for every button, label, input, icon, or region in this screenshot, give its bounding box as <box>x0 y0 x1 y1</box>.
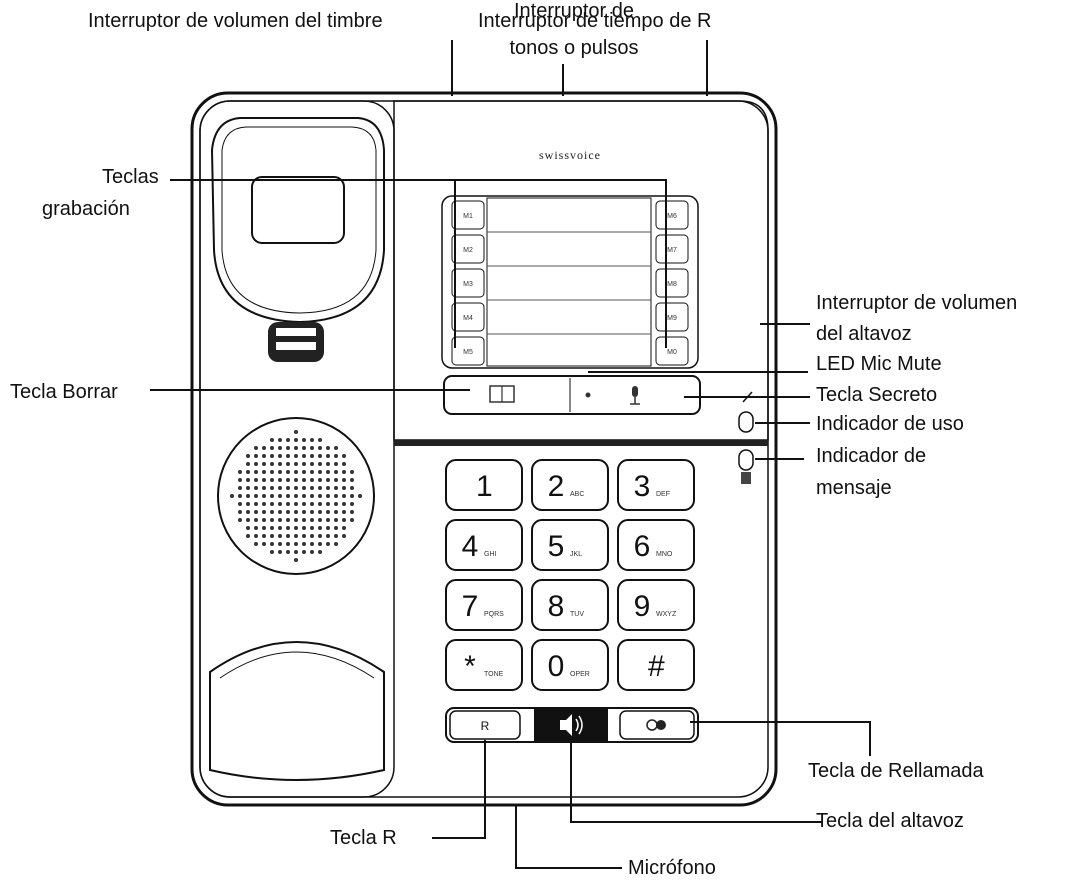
handset-earpiece-inner <box>221 126 377 314</box>
in-use-indicator <box>738 411 754 433</box>
keypad-key-digit: 2 <box>548 470 565 503</box>
label-speaker-key: Tecla del altavoz <box>816 810 964 832</box>
memory-key-left-label: M4 <box>463 315 473 322</box>
keypad-key-letters: WXYZ <box>656 611 677 618</box>
label-tone-pulse-line2: tonos o pulsos <box>510 37 639 59</box>
label-microphone: Micrófono <box>628 857 716 879</box>
keypad-key-digit: 3 <box>634 470 651 503</box>
memory-key-left-label: M5 <box>463 349 473 356</box>
keypad-key[interactable]: # <box>617 639 695 691</box>
keypad-key-digit: * <box>464 650 476 683</box>
memory-label-card <box>486 197 652 367</box>
redial-key[interactable] <box>619 710 695 740</box>
memory-key-right[interactable]: M7 <box>655 234 689 264</box>
speaker-grille <box>217 417 375 575</box>
brand-logo: swissvoice <box>539 148 601 162</box>
label-memory-keys-line1: Teclas <box>102 166 159 188</box>
label-memory-keys-line2: grabación <box>42 198 130 220</box>
keypad-key-letters: ABC <box>570 491 584 498</box>
message-indicator <box>738 449 754 471</box>
keypad-key-letters: MNO <box>656 551 673 558</box>
function-bar <box>443 375 701 415</box>
label-secret-key: Tecla Secreto <box>816 384 937 406</box>
label-delete-key: Tecla Borrar <box>10 381 118 403</box>
label-speaker-volume-line2: del altavoz <box>816 323 912 345</box>
keypad-key-digit: 6 <box>634 530 651 563</box>
label-ringer-volume: Interruptor de volumen del timbre <box>88 10 383 32</box>
memory-key-right-label: M8 <box>667 281 677 288</box>
memory-key-left-label: M1 <box>463 213 473 220</box>
keypad-key-digit: 5 <box>548 530 565 563</box>
handset-earpiece <box>210 117 385 324</box>
memory-key-right-label: M7 <box>667 247 677 254</box>
keypad-key-letters: JKL <box>570 551 582 558</box>
keypad-key-digit: 8 <box>548 590 565 623</box>
memory-key-left[interactable]: M2 <box>451 234 485 264</box>
keypad-key-letters: TONE <box>484 671 504 678</box>
keypad-key-digit: 0 <box>548 650 565 683</box>
keypad-key-letters: TUV <box>570 611 584 618</box>
speaker-icon <box>560 714 572 736</box>
keypad-key-digit: 7 <box>462 590 479 623</box>
memory-key-right-label: M6 <box>667 213 677 220</box>
label-tone-pulse-line1: Interruptor de <box>514 0 634 22</box>
speaker-key[interactable] <box>534 709 608 741</box>
label-message-indicator-line2: mensaje <box>816 477 892 499</box>
r-key[interactable]: R <box>449 710 521 740</box>
top-panel <box>393 100 769 441</box>
memory-key-left-label: M3 <box>463 281 473 288</box>
memory-key-right[interactable]: M6 <box>655 200 689 230</box>
keypad-key-digit: 4 <box>462 530 479 563</box>
memory-key-left[interactable]: M3 <box>451 268 485 298</box>
envelope-icon <box>741 472 751 484</box>
keypad-key-letters: DEF <box>656 491 670 498</box>
keypad-key[interactable]: * TONE <box>445 639 523 691</box>
memory-key-left[interactable]: M1 <box>451 200 485 230</box>
keypad-key-digit: # <box>648 650 665 683</box>
keypad-key[interactable]: 1 <box>445 459 523 511</box>
speaker-grille-dots <box>230 430 362 562</box>
label-speaker-volume-line1: Interruptor de volumen <box>816 292 1017 314</box>
label-r-key: Tecla R <box>330 827 397 849</box>
mute-key[interactable] <box>630 386 640 405</box>
keypad-key-digit: 9 <box>634 590 651 623</box>
keypad-key-letters: OPER <box>570 671 590 678</box>
label-r-time: Interruptor de tiempo de R <box>478 10 711 32</box>
label-mic-mute-led: LED Mic Mute <box>816 353 942 375</box>
memory-key-left[interactable]: M5 <box>451 336 485 366</box>
svg-text:R: R <box>481 719 490 733</box>
handset-cradle <box>199 100 395 798</box>
memory-key-right-label: M0 <box>667 349 677 356</box>
keypad-key-digit: 1 <box>476 470 493 503</box>
keypad-key-letters: PQRS <box>484 611 504 618</box>
delete-key[interactable] <box>489 385 515 403</box>
memory-key-left-label: M2 <box>463 247 473 254</box>
handset-mouthpiece <box>209 641 385 781</box>
memory-key-left[interactable]: M4 <box>451 302 485 332</box>
panel-divider <box>394 440 768 446</box>
memory-key-right[interactable]: M0 <box>655 336 689 366</box>
memory-key-right[interactable]: M8 <box>655 268 689 298</box>
label-in-use-indicator: Indicador de uso <box>816 413 964 435</box>
memory-key-right[interactable]: M9 <box>655 302 689 332</box>
memory-panel <box>441 195 699 369</box>
handset-window <box>251 176 345 244</box>
memory-key-right-label: M9 <box>667 315 677 322</box>
keypad-key-letters: GHI <box>484 551 497 558</box>
label-message-indicator-line1: Indicador de <box>816 445 926 467</box>
label-redial-key: Tecla de Rellamada <box>808 760 985 782</box>
mic-mute-led <box>585 392 591 398</box>
microphone-icon <box>632 386 638 397</box>
